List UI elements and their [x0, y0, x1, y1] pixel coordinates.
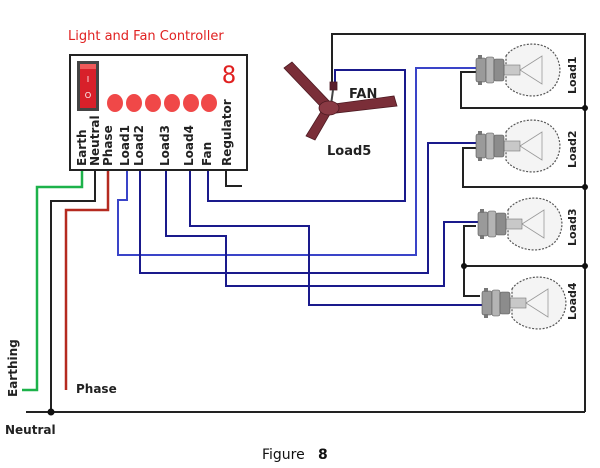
led-indicator — [201, 94, 217, 112]
terminal-load3: Load3 — [158, 125, 172, 166]
regulator-stub — [225, 170, 242, 187]
junction-dot — [582, 184, 588, 190]
terminal-neutral: Neutral — [88, 115, 102, 166]
neutral-feed — [50, 170, 96, 412]
load3-return — [463, 225, 585, 267]
figure-caption: Figure — [262, 447, 305, 463]
junction-dot — [582, 263, 588, 269]
load2-wire — [139, 142, 476, 274]
terminal-load1: Load1 — [118, 125, 132, 166]
led-indicator — [164, 94, 180, 112]
bulb-label-load2: Load2 — [566, 130, 579, 168]
junction-dots — [47, 105, 588, 416]
bulb-label-load3: Load3 — [566, 208, 579, 246]
neutral-label: Neutral — [5, 423, 56, 437]
led-indicator — [183, 94, 199, 112]
junction-dot — [582, 105, 588, 111]
fan-load-label: Load5 — [327, 144, 371, 159]
terminal-load4: Load4 — [182, 125, 196, 166]
figure-number: 8 — [318, 447, 328, 463]
led-indicator — [126, 94, 142, 112]
fan-blade — [283, 61, 331, 109]
neutral-wiring — [26, 33, 586, 413]
power-switch[interactable]: I O — [77, 61, 99, 111]
load1-wire — [117, 67, 476, 256]
ceiling-fan — [283, 61, 398, 141]
controller-box: I O 8 Earth Neutral Phase Load1 Load2 Lo… — [69, 54, 248, 171]
junction-dot — [461, 263, 467, 269]
bulb-label-load4: Load4 — [566, 282, 579, 320]
terminal-load2: Load2 — [132, 125, 146, 166]
bulb-load3 — [477, 197, 563, 251]
neutral-return-top — [331, 33, 586, 412]
load2-return — [462, 147, 585, 188]
led-indicator — [107, 94, 123, 112]
seven-segment-display: 8 — [222, 61, 236, 89]
switch-on-symbol: I — [87, 75, 89, 84]
fan-hub — [318, 100, 340, 116]
terminal-earth: Earth — [75, 130, 89, 167]
bulb-load4 — [481, 276, 567, 330]
switch-off-symbol: O — [85, 91, 91, 100]
junction-dot — [47, 408, 55, 416]
bulb-label-load1: Load1 — [566, 56, 579, 94]
bulb-load2 — [475, 119, 561, 173]
terminal-fan: Fan — [200, 142, 214, 166]
controller-title: Light and Fan Controller — [68, 29, 224, 44]
terminal-regulator: Regulator — [220, 99, 234, 166]
earth-wire — [22, 170, 84, 392]
load4-wire — [189, 170, 482, 306]
load4-return — [463, 266, 480, 297]
load-wiring — [117, 67, 482, 306]
earthing-label: Earthing — [6, 339, 20, 397]
indicator-leds — [107, 94, 217, 112]
phase-wire — [64, 170, 110, 390]
fan-label: FAN — [349, 87, 377, 102]
fan-wire — [207, 69, 406, 202]
bulb-load1 — [475, 43, 561, 97]
terminal-phase: Phase — [101, 125, 115, 166]
load3-wire — [165, 170, 478, 287]
phase-label: Phase — [76, 382, 117, 396]
led-indicator — [145, 94, 161, 112]
load1-return — [460, 71, 585, 109]
